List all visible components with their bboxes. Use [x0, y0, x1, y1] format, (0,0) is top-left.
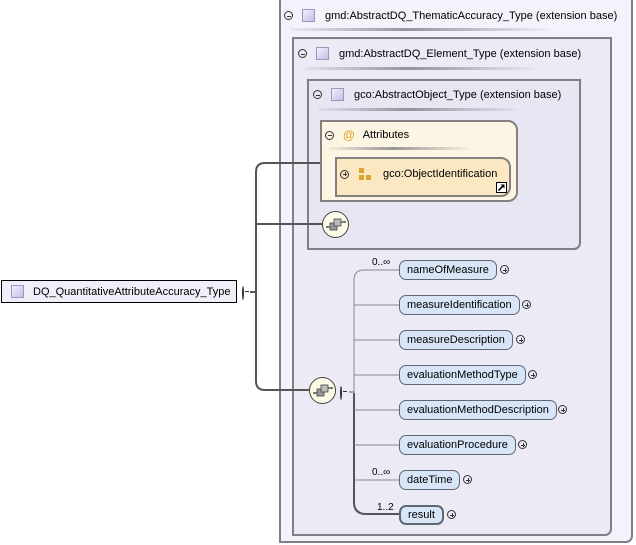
extension-label: gmd:AbstractDQ_Element_Type (extension b… [339, 47, 582, 60]
element-evaluation-method-type[interactable]: evaluationMethodType [399, 365, 526, 385]
attributes-label: Attributes [362, 129, 410, 141]
extension-label: gmd:AbstractDQ_ThematicAccuracy_Type (ex… [325, 9, 618, 22]
expand-icon[interactable] [518, 440, 527, 449]
collapse-sequence-icon[interactable] [340, 386, 342, 400]
divider [330, 147, 470, 150]
divider [305, 67, 535, 70]
attribute-group-header: gco:ObjectIdentification [340, 168, 497, 180]
element-name-of-measure[interactable]: nameOfMeasure [399, 260, 497, 280]
at-sign-icon: @ [343, 128, 355, 142]
expand-icon[interactable] [340, 169, 349, 179]
extension-header-thematic-accuracy: gmd:AbstractDQ_ThematicAccuracy_Type (ex… [284, 9, 617, 22]
sequence-icon [313, 384, 333, 397]
collapse-icon[interactable] [325, 130, 334, 140]
expand-icon[interactable] [463, 475, 472, 484]
element-evaluation-procedure[interactable]: evaluationProcedure [399, 435, 516, 455]
expand-icon[interactable] [522, 300, 531, 309]
extension-header-abstract-object: gco:AbstractObject_Type (extension base) [313, 88, 561, 101]
complex-type-icon [331, 88, 344, 101]
sequence-compositor-main[interactable] [309, 377, 336, 404]
attribute-group-object-identification[interactable] [335, 157, 511, 197]
complex-type-icon [302, 9, 315, 22]
extension-header-element: gmd:AbstractDQ_Element_Type (extension b… [298, 47, 581, 60]
element-date-time[interactable]: dateTime [399, 470, 461, 490]
cardinality: 0..∞ [372, 467, 391, 478]
root-type-label: DQ_QuantitativeAttributeAccuracy_Type [33, 285, 231, 298]
attribute-group-icon [359, 168, 371, 180]
complex-type-icon [11, 285, 24, 298]
collapse-icon[interactable] [313, 90, 322, 99]
expand-icon[interactable] [516, 335, 525, 344]
attributes-header: @ Attributes [325, 128, 409, 142]
collapse-icon[interactable] [284, 11, 293, 20]
collapse-root-icon[interactable] [242, 286, 244, 300]
attribute-group-label: gco:ObjectIdentification [383, 168, 498, 180]
collapse-icon[interactable] [298, 49, 307, 58]
expand-icon[interactable] [528, 370, 537, 379]
expand-icon[interactable] [558, 405, 567, 414]
sequence-icon [326, 218, 346, 231]
sequence-compositor-base[interactable] [322, 211, 349, 238]
cardinality: 1..2 [377, 502, 394, 513]
element-measure-description[interactable]: measureDescription [399, 330, 513, 350]
element-result[interactable]: result [399, 505, 444, 525]
divider [290, 28, 550, 31]
expand-icon[interactable] [447, 510, 456, 519]
element-evaluation-method-description[interactable]: evaluationMethodDescription [399, 400, 557, 420]
shortcut-arrow-icon[interactable] [496, 182, 507, 193]
element-measure-identification[interactable]: measureIdentification [399, 295, 520, 315]
root-type[interactable]: DQ_QuantitativeAttributeAccuracy_Type [1, 280, 237, 303]
divider [318, 108, 518, 111]
cardinality: 0..∞ [372, 257, 391, 268]
extension-label: gco:AbstractObject_Type (extension base) [354, 88, 562, 101]
expand-icon[interactable] [500, 265, 509, 274]
complex-type-icon [316, 47, 329, 60]
